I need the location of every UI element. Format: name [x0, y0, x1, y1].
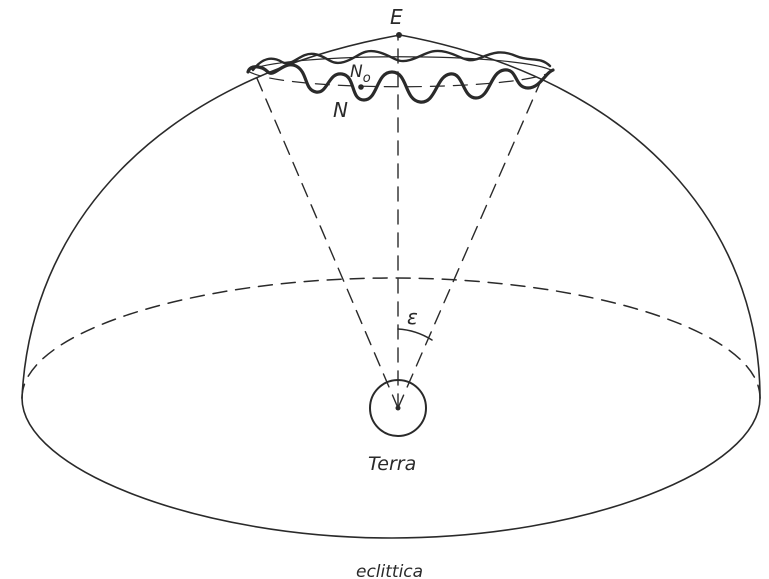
earth-label: Terra — [368, 453, 416, 475]
nutation-path-label: N — [333, 98, 348, 122]
cone-line-left — [255, 75, 399, 409]
ecliptic-back-arc — [21, 277, 761, 399]
cone-line-right — [397, 75, 544, 409]
hemisphere-outline — [21, 34, 761, 399]
ecliptic-label: eclittica — [356, 562, 423, 579]
precession-circle-back — [247, 56, 554, 72]
earth-circle — [369, 379, 427, 437]
nutation-center-label: No — [350, 62, 371, 86]
pole-label: E — [390, 5, 403, 29]
ecliptic-front-arc — [21, 397, 761, 539]
obliquity-angle-arc — [397, 328, 433, 341]
nutation-wave-path — [246, 63, 555, 104]
nutation-center-subscript: o — [363, 71, 371, 86]
pole-point — [396, 32, 402, 38]
angle-label: ε — [407, 305, 418, 329]
nutation-wave-back — [251, 49, 552, 72]
earth-center-point — [395, 405, 401, 411]
nutation-center-point — [358, 84, 364, 90]
nutation-center-main-text: N — [350, 62, 363, 82]
precession-circle-front — [247, 70, 554, 88]
